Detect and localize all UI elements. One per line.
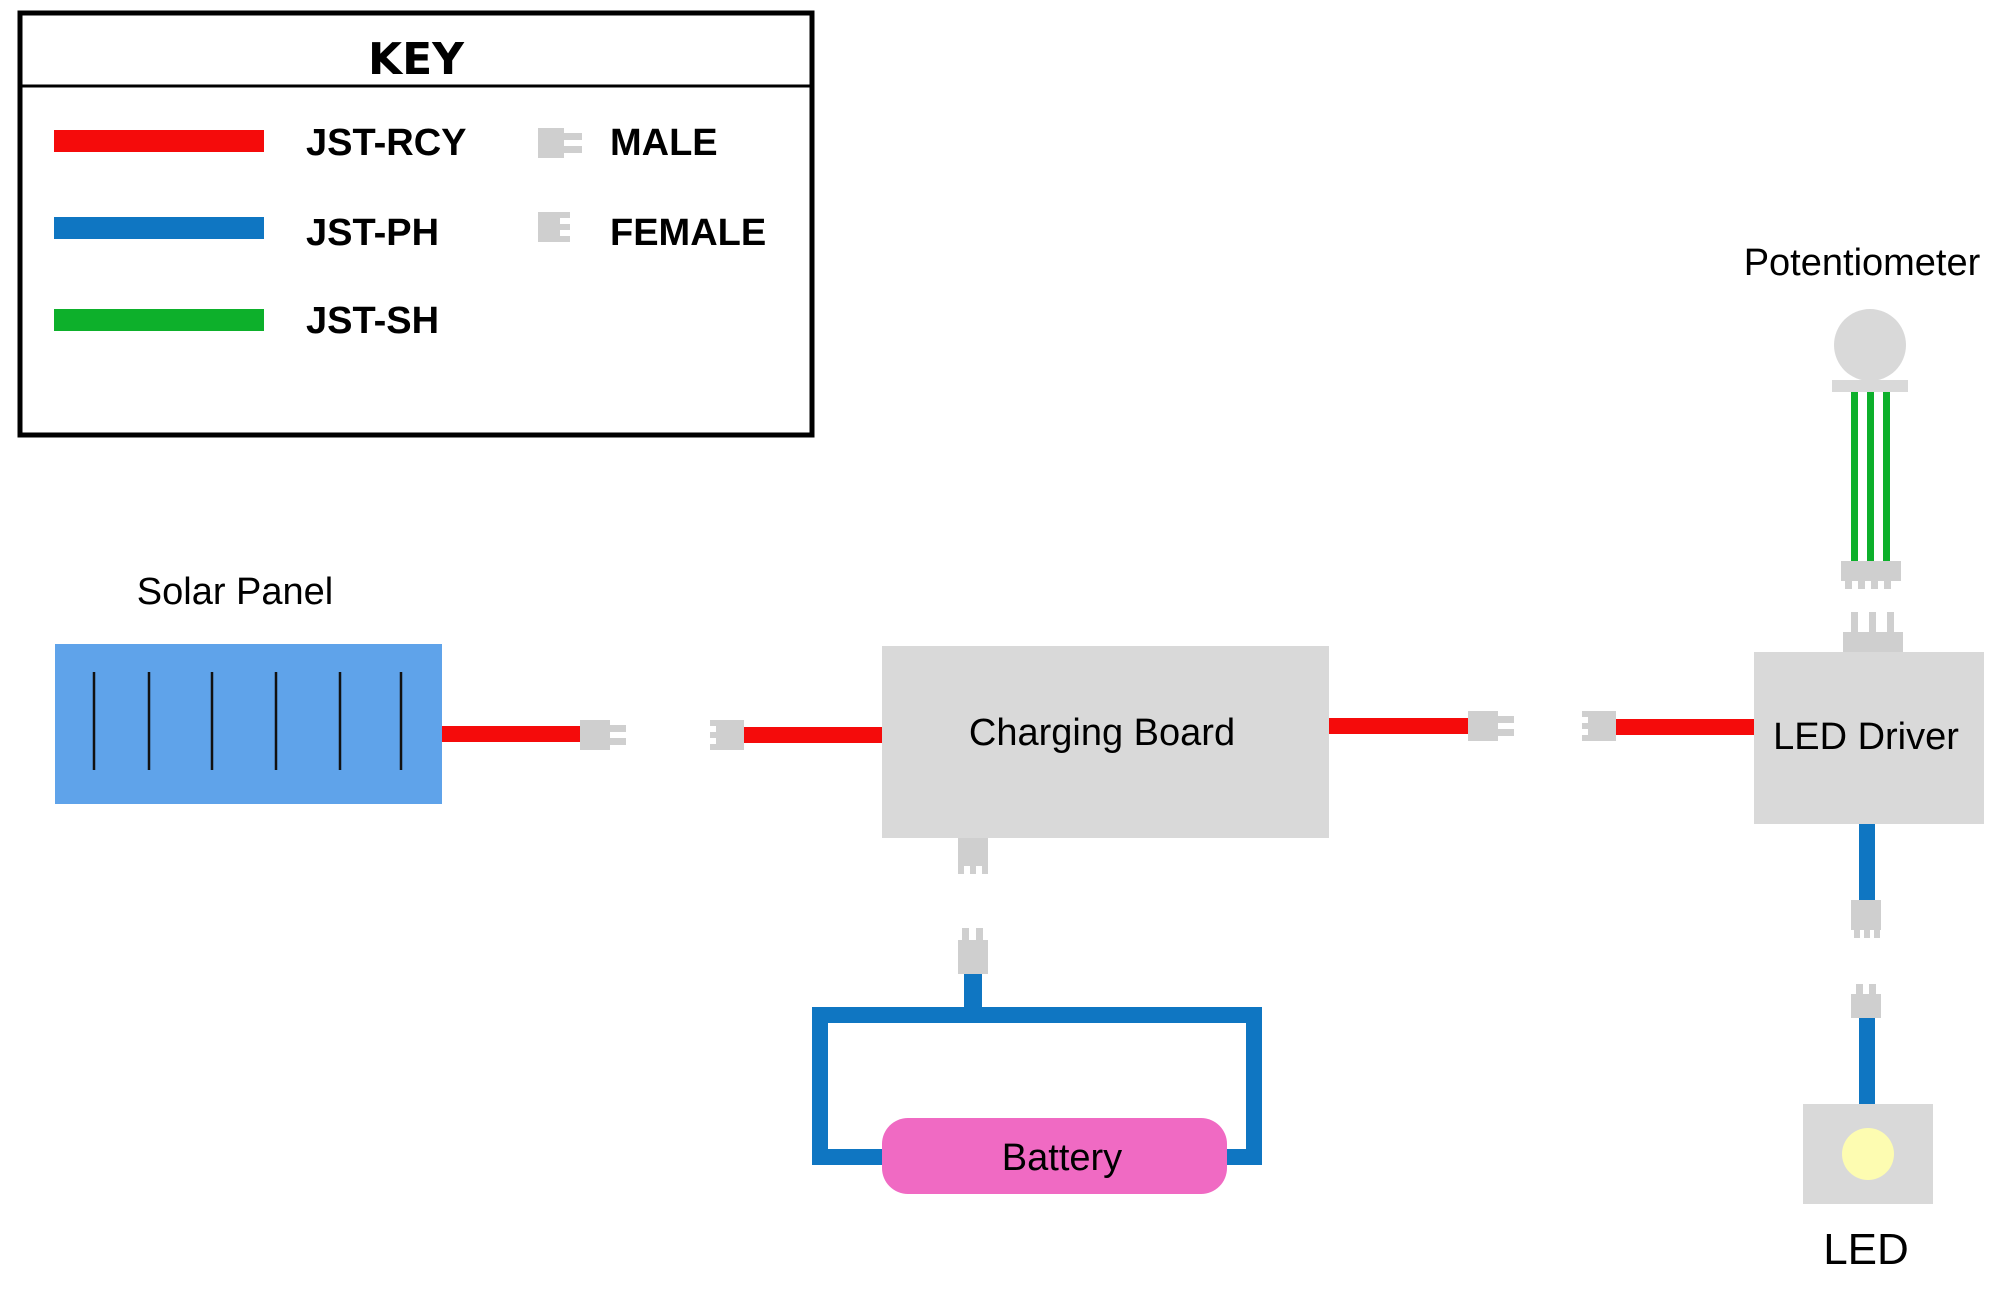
battery: Battery (882, 1118, 1227, 1194)
jst-sh-swatch (54, 309, 264, 331)
jst-sh-label: JST-SH (306, 300, 439, 342)
charging-board-input-wire (744, 727, 882, 743)
led-driver-female-connector-bottom (1851, 900, 1881, 938)
potentiometer-knob (1834, 309, 1906, 381)
key-legend: KEY JST-RCY JST-PH JST-SH MALE FEMALE (17, 10, 815, 438)
led-driver-male-connector-top (1843, 612, 1903, 652)
jst-rcy-swatch (54, 130, 264, 152)
led-driver-body (1754, 652, 1984, 824)
potentiometer-base (1832, 380, 1908, 392)
battery-male-connector (958, 928, 988, 974)
solar-panel-cells (92, 672, 403, 770)
led-driver-input-wire (1616, 719, 1754, 735)
charging-board-male-connector-right (1468, 711, 1514, 741)
solar-male-connector (580, 720, 626, 750)
solar-panel-body (55, 644, 442, 804)
potentiometer: Potentiometer (1744, 242, 1981, 392)
potentiometer-wires-sh (1851, 392, 1890, 561)
led-male-connector (1851, 984, 1881, 1018)
battery-body (882, 1118, 1227, 1194)
solar-panel: Solar Panel (55, 571, 442, 804)
led-bulb (1842, 1128, 1894, 1180)
led-wire-ph (1859, 1018, 1875, 1104)
solar-wire-rcy (442, 726, 582, 742)
charging-board-female-connector-bottom (958, 838, 988, 874)
key-title: KEY (368, 34, 465, 85)
led-driver: LED Driver (1754, 652, 1984, 824)
battery-wire-ph (812, 974, 1262, 1165)
male-connector-icon (538, 128, 582, 158)
male-label: MALE (610, 122, 718, 164)
female-label: FEMALE (610, 212, 766, 254)
led-driver-label: LED Driver (1773, 716, 1959, 758)
potentiometer-female-connector (1841, 561, 1901, 589)
led: LED (1803, 1104, 1933, 1274)
female-connector-icon (538, 212, 570, 242)
jst-rcy-label: JST-RCY (306, 122, 466, 164)
potentiometer-label: Potentiometer (1744, 242, 1981, 284)
battery-label: Battery (1002, 1137, 1122, 1179)
charging-board-body (882, 646, 1329, 838)
jst-ph-label: JST-PH (306, 212, 439, 254)
charging-board-label: Charging Board (969, 712, 1235, 754)
led-driver-output-wire (1859, 824, 1875, 900)
charging-board: Charging Board (882, 646, 1329, 838)
solar-panel-label: Solar Panel (137, 571, 333, 613)
charging-board-output-wire (1329, 718, 1469, 734)
jst-ph-swatch (54, 217, 264, 239)
led-label: LED (1823, 1225, 1909, 1274)
charging-board-female-connector-left (710, 720, 744, 750)
led-driver-female-connector-left (1582, 711, 1616, 741)
